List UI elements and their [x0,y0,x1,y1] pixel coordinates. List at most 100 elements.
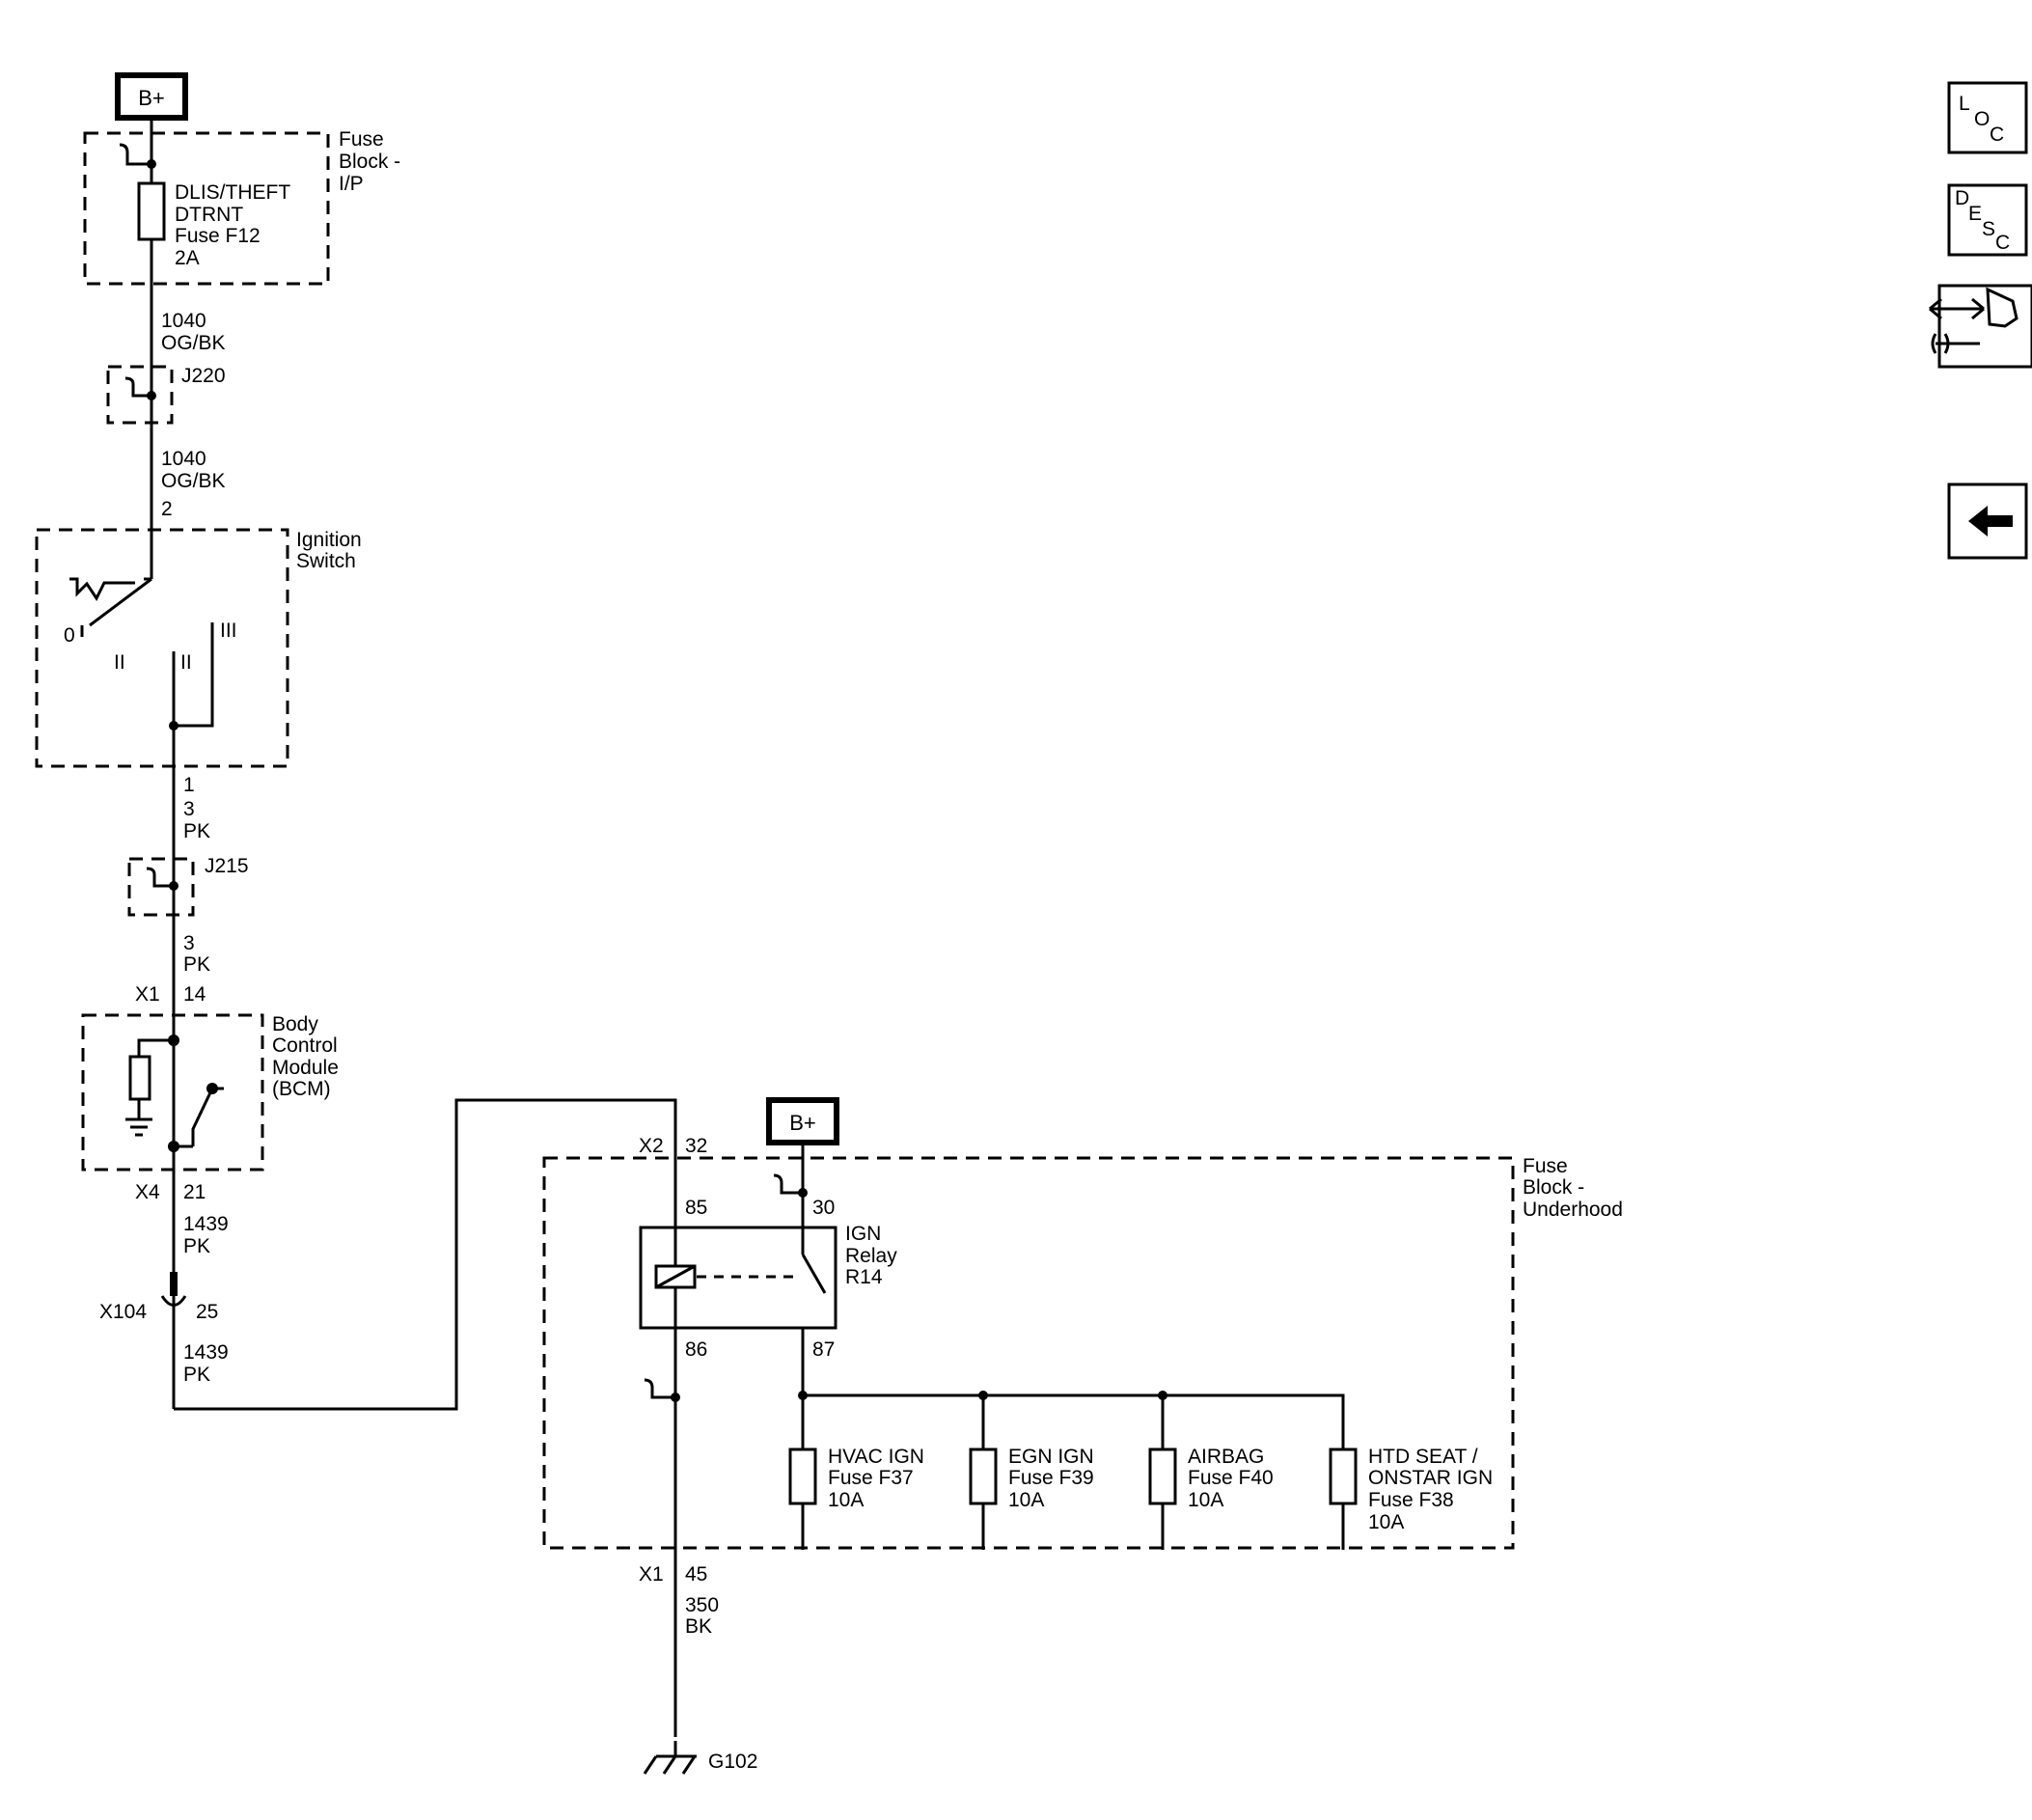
ignition-switch-box [35,528,289,768]
fuse-block-underhood-label: Fuse Block - Underhood [1523,1155,1623,1221]
ground-g102-label: G102 [708,1751,757,1773]
service-info-button[interactable] [1929,284,2032,369]
svg-text:Block -: Block - [339,151,400,173]
svg-text:HTD SEAT /: HTD SEAT / [1368,1446,1478,1468]
wire-3-label-b: 3 PK [183,932,210,976]
fuse-block-ip-label: Fuse Block - I/P [339,128,400,195]
svg-text:DTRNT: DTRNT [175,204,243,226]
svg-text:E: E [1968,203,1982,225]
svg-text:(BCM): (BCM) [272,1078,331,1100]
svg-text:I/P: I/P [339,173,364,195]
svg-text:L: L [1959,93,1970,115]
svg-text:1040: 1040 [161,310,206,332]
relay-pin-85: 85 [685,1197,707,1219]
svg-text:C: C [1995,232,2010,254]
fuse-block-ip-box [83,131,330,286]
relay-ground-connector-icon [644,1378,675,1399]
svg-text:S: S [1982,218,1995,240]
svg-text:Module: Module [272,1057,339,1079]
arrow-left-icon [1968,506,2013,537]
ign-relay-label: IGN Relay R14 [845,1223,897,1288]
bcm-ground-icon [125,1099,152,1137]
fuse-f12-connector-icon [119,143,151,166]
fuse-f40-label: AIRBAG Fuse F40 10A [1188,1446,1274,1511]
connector-x104-icon [160,1295,187,1307]
relay-pin-87: 87 [812,1338,835,1361]
svg-text:Block -: Block - [1523,1176,1584,1199]
fuse-f12-label: DLIS/THEFT DTRNT Fuse F12 2A [175,181,290,269]
svg-text:1040: 1040 [161,448,206,470]
svg-text:10A: 10A [1368,1511,1404,1533]
location-button[interactable]: L O C [1947,81,2028,154]
relay-pin-30: 30 [812,1197,835,1219]
ignition-position-ii: II [180,651,192,674]
svg-text:Fuse F37: Fuse F37 [828,1467,914,1489]
svg-text:B+: B+ [789,1111,816,1135]
fuse-f12-icon [137,181,166,241]
svg-text:R14: R14 [845,1266,883,1288]
bcm-connector-x1: X1 [135,983,160,1006]
svg-text:Body: Body [272,1013,318,1035]
fuse-block-underhood-box [542,1156,1515,1550]
svg-text:Fuse F38: Fuse F38 [1368,1489,1454,1511]
fuse-f37-icon [788,1448,817,1505]
fuse-block-connector-x2: X2 [639,1135,664,1157]
wire-1439-label-b: 1439 PK [183,1341,229,1386]
svg-text:B+: B+ [138,86,165,110]
svg-text:Switch: Switch [296,550,356,572]
description-button[interactable]: D E S C [1947,183,2028,257]
svg-text:Fuse: Fuse [339,128,384,151]
fuse-f40-icon [1148,1448,1177,1505]
ignition-switch-label: Ignition Switch [296,529,362,572]
wire-1439-route [174,1098,677,1737]
fuse-f37-label: HVAC IGN Fuse F37 10A [828,1446,924,1511]
svg-text:3: 3 [183,932,195,954]
bcm-resistor-icon [128,1055,151,1101]
fuse-f38-icon [1329,1448,1358,1505]
svg-text:1439: 1439 [183,1341,229,1364]
svg-text:Fuse F39: Fuse F39 [1008,1467,1094,1489]
ignition-position-i: II [114,651,125,674]
ground-pin-45: 45 [685,1563,707,1586]
back-button[interactable] [1947,483,2028,560]
svg-text:PK: PK [183,1235,210,1257]
svg-text:Fuse F12: Fuse F12 [175,225,261,247]
svg-text:Ignition: Ignition [296,529,362,551]
svg-text:O: O [1974,108,1990,130]
svg-text:350: 350 [685,1594,719,1616]
ignition-switch-pin-1: 1 [183,774,195,796]
wrench-icon [1931,333,1980,354]
ground-connector-x1: X1 [639,1563,664,1586]
wire-1040-label-a: 1040 OG/BK [161,310,226,354]
svg-text:1439: 1439 [183,1213,229,1235]
bcm-pin-21: 21 [183,1181,206,1203]
svg-text:2A: 2A [175,247,200,269]
svg-text:BK: BK [685,1615,712,1638]
bcm-label: Body Control Module (BCM) [272,1013,339,1100]
relay-supply-connector-icon [773,1173,803,1195]
hand-icon [1986,287,2018,328]
bcm-switch-icon [191,1088,214,1146]
svg-text:OG/BK: OG/BK [161,332,226,354]
svg-text:IGN: IGN [845,1223,881,1245]
fuse-f38-label: HTD SEAT / ONSTAR IGN Fuse F38 10A [1368,1446,1493,1533]
bcm-box [81,1013,264,1172]
wire-350-label: 350 BK [685,1594,719,1638]
wire-3-label-a: 3 PK [183,798,210,842]
battery-positive-label-top: B+ [115,72,188,121]
ignition-position-0: 0 [64,624,75,647]
fuse-f39-icon [969,1448,998,1505]
svg-text:PK: PK [183,1364,210,1386]
bcm-pin-14: 14 [183,983,206,1006]
connector-x104-label: X104 [99,1301,147,1323]
fuse-f39-label: EGN IGN Fuse F39 10A [1008,1446,1094,1511]
bcm-pullup-wire [137,1038,174,1057]
svg-text:Relay: Relay [845,1245,897,1267]
bcm-connector-x4: X4 [135,1181,160,1203]
svg-text:OG/BK: OG/BK [161,470,226,492]
relay-contact-icon [801,1254,827,1294]
svg-text:C: C [1990,124,2004,146]
wire-1040-label-b: 1040 OG/BK [161,448,226,492]
svg-text:D: D [1955,187,1969,209]
